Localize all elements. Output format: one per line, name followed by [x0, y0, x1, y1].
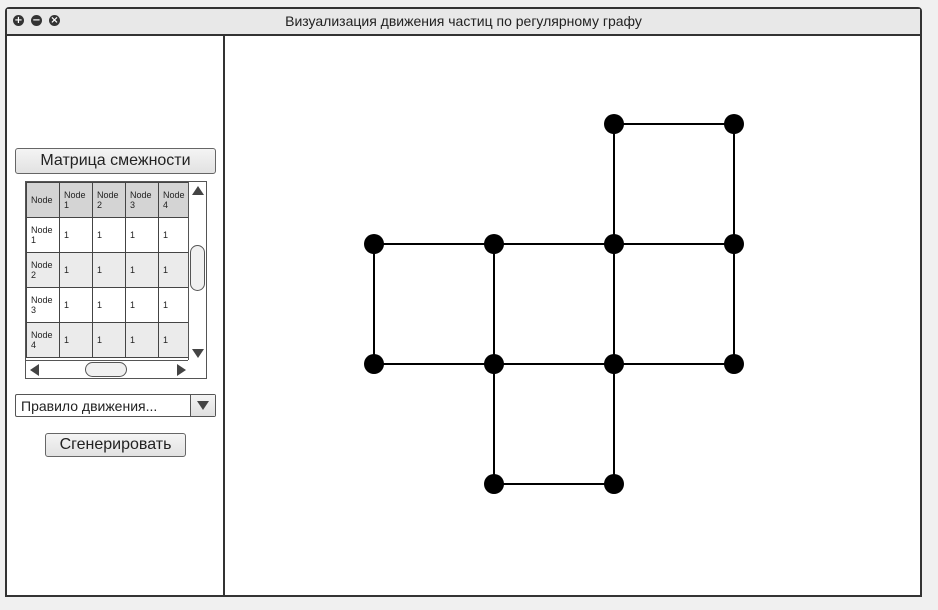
scroll-right-icon[interactable]	[177, 364, 186, 376]
table-cell[interactable]: 1	[158, 322, 192, 358]
title-bar: + − × Визуализация движения частиц по ре…	[7, 9, 920, 36]
graph-node[interactable]	[604, 234, 624, 254]
vertical-scrollbar[interactable]	[188, 182, 206, 362]
plus-icon[interactable]: +	[13, 15, 24, 26]
table-cell[interactable]: 1	[158, 252, 192, 288]
table-cell[interactable]: 1	[125, 322, 159, 358]
table-cell[interactable]: 1	[125, 217, 159, 253]
table-cell[interactable]: 1	[59, 322, 93, 358]
minus-icon[interactable]: −	[31, 15, 42, 26]
generate-button[interactable]: Сгенерировать	[45, 433, 186, 457]
table-cell[interactable]: 1	[59, 252, 93, 288]
table-cell[interactable]: 1	[125, 252, 159, 288]
table-cell[interactable]: 1	[59, 287, 93, 323]
dropdown-button[interactable]	[190, 395, 215, 416]
graph-node[interactable]	[604, 474, 624, 494]
table-cell[interactable]: 1	[125, 287, 159, 323]
graph-node[interactable]	[724, 114, 744, 134]
graph-node[interactable]	[484, 354, 504, 374]
scroll-down-icon[interactable]	[192, 349, 204, 358]
close-icon[interactable]: ×	[49, 15, 60, 26]
app-window: + − × Визуализация движения частиц по ре…	[5, 7, 922, 597]
motion-rule-placeholder: Правило движения...	[21, 398, 158, 414]
table-cell[interactable]: 1	[158, 217, 192, 253]
motion-rule-select[interactable]: Правило движения...	[15, 394, 216, 417]
scroll-up-icon[interactable]	[192, 186, 204, 195]
graph-node[interactable]	[484, 474, 504, 494]
scroll-left-icon[interactable]	[30, 364, 39, 376]
table-cell[interactable]: 1	[92, 217, 126, 253]
graph-node[interactable]	[604, 354, 624, 374]
adjacency-matrix-button[interactable]: Матрица смежности	[15, 148, 216, 174]
column-header: Node	[26, 182, 60, 218]
horizontal-scrollbar[interactable]	[26, 360, 190, 378]
table-cell[interactable]: 1	[92, 287, 126, 323]
table-cell[interactable]: 1	[92, 252, 126, 288]
graph-node[interactable]	[724, 234, 744, 254]
graph-view	[364, 114, 744, 494]
graph-node[interactable]	[364, 354, 384, 374]
scroll-corner	[188, 360, 206, 378]
horizontal-scroll-thumb[interactable]	[85, 362, 127, 377]
table-cell[interactable]: 1	[158, 287, 192, 323]
table-cell[interactable]: 1	[92, 322, 126, 358]
graph-node[interactable]	[724, 354, 744, 374]
graph-canvas[interactable]	[227, 36, 920, 595]
table-cell[interactable]: 1	[59, 217, 93, 253]
chevron-down-icon	[197, 401, 209, 410]
graph-node[interactable]	[604, 114, 624, 134]
graph-node[interactable]	[364, 234, 384, 254]
graph-node[interactable]	[484, 234, 504, 254]
window-title: Визуализация движения частиц по регулярн…	[285, 13, 642, 29]
vertical-scroll-thumb[interactable]	[190, 245, 205, 291]
